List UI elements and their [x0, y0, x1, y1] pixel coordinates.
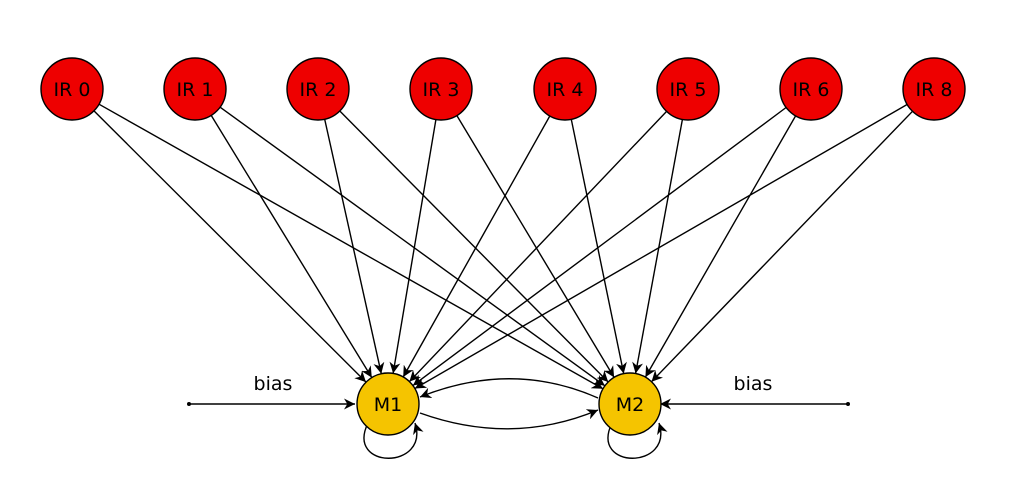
lateral-connections [419, 378, 599, 430]
edge-ir4-to-m1 [402, 115, 551, 378]
node-label: IR 1 [177, 79, 214, 101]
node-circle [533, 57, 597, 121]
node-circle [598, 372, 662, 436]
self-loops [363, 422, 668, 459]
input-node-ir6: IR 6 [779, 57, 843, 121]
self-loop-m1 [363, 422, 424, 459]
input-node-ir1: IR 1 [163, 57, 227, 121]
bias-label-right: bias [734, 373, 773, 395]
input-node-ir2: IR 2 [286, 57, 350, 121]
edge-ir3-to-m1 [389, 119, 437, 374]
edge-ir6-to-m2 [644, 115, 797, 378]
input-node-ir0: IR 0 [40, 57, 104, 121]
input-node-ir4: IR 4 [533, 57, 597, 121]
bias-left: bias [187, 373, 355, 410]
edge-m1-to-m2 [419, 409, 599, 430]
edge-ir3-to-m2 [456, 115, 615, 378]
bias-right: bias [660, 373, 850, 410]
connections-layer [93, 103, 914, 390]
node-circle [40, 57, 104, 121]
edge-ir5-to-m2 [632, 119, 684, 374]
node-label: IR 3 [423, 79, 460, 101]
self-loop-m2 [607, 422, 668, 459]
output-node-m1: M1 [356, 372, 420, 436]
edge-ir6-to-m1 [412, 106, 787, 387]
input-node-ir3: IR 3 [409, 57, 473, 121]
node-circle [286, 57, 350, 121]
node-label: IR 2 [300, 79, 337, 101]
edge-ir1-to-m2 [219, 106, 606, 387]
edge-ir2-to-m1 [324, 119, 385, 374]
edge-ir8-to-m1 [414, 103, 908, 390]
node-circle [779, 57, 843, 121]
node-label: M1 [374, 394, 402, 416]
input-node-ir8: IR 8 [902, 57, 966, 121]
node-circle [356, 372, 420, 436]
node-label: IR 8 [916, 79, 953, 101]
edge-ir1-to-m1 [210, 115, 373, 378]
edge-ir4-to-m2 [570, 119, 627, 374]
bias-label-left: bias [254, 373, 293, 395]
edge-ir2-to-m2 [339, 110, 609, 383]
node-label: IR 6 [793, 79, 830, 101]
edge-ir8-to-m2 [650, 110, 914, 383]
edge-ir0-to-m2 [98, 103, 604, 390]
node-circle [656, 57, 720, 121]
node-circle [902, 57, 966, 121]
input-node-ir5: IR 5 [656, 57, 720, 121]
edge-ir0-to-m1 [93, 110, 367, 383]
node-label: M2 [616, 394, 644, 416]
node-circle [163, 57, 227, 121]
edge-ir5-to-m1 [408, 110, 668, 383]
node-label: IR 4 [547, 79, 584, 101]
output-node-m2: M2 [598, 372, 662, 436]
edge-m2-to-m1 [419, 378, 599, 399]
node-label: IR 5 [670, 79, 707, 101]
node-label: IR 0 [54, 79, 91, 101]
node-circle [409, 57, 473, 121]
